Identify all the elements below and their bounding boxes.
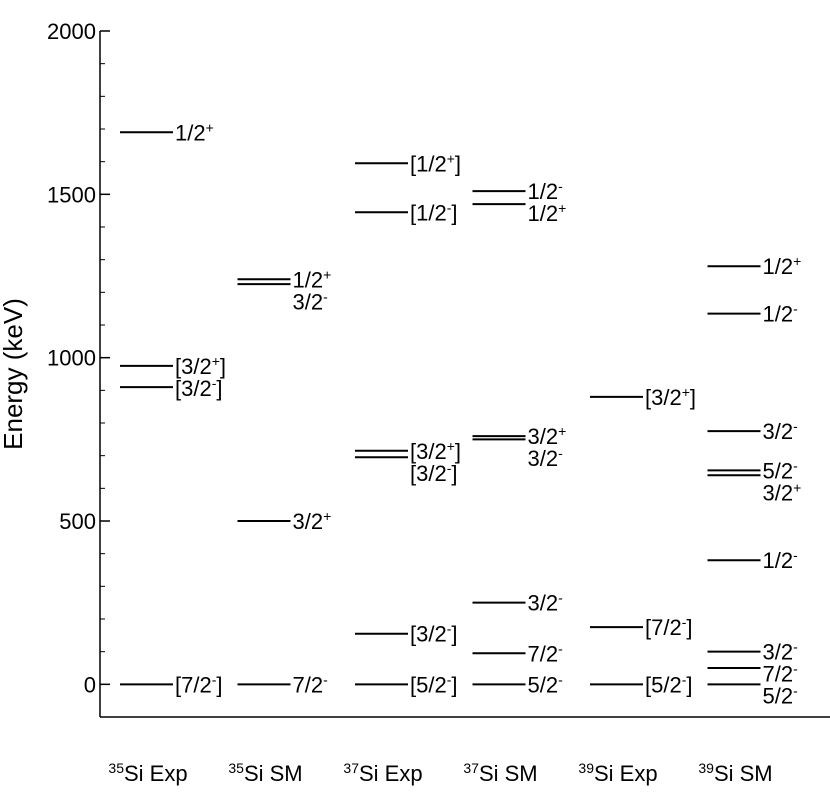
level-label: [7/2-] — [645, 614, 693, 640]
level-label: 5/2- — [763, 683, 799, 709]
level-label: 5/2- — [763, 457, 799, 483]
level-label: [1/2-] — [410, 199, 458, 225]
level-label: 1/2- — [528, 178, 564, 204]
level-label: 3/2- — [763, 418, 799, 444]
column-label: 37Si Exp — [343, 760, 422, 786]
level-label: 1/2+ — [763, 253, 802, 279]
level-label: 1/2+ — [528, 200, 567, 226]
level-column: 1/2+1/2-3/2-5/2-3/2+1/2-3/2-7/2-5/2- — [707, 253, 802, 709]
y-ticks: 0 500 1000 1500 2000 — [47, 19, 110, 697]
level-label: 7/2- — [763, 661, 799, 687]
level-label: 3/2+ — [293, 508, 332, 534]
level-label: 1/2+ — [293, 266, 332, 292]
column-label: 39Si SM — [698, 760, 772, 786]
level-label: 1/2- — [763, 301, 799, 327]
column-label: 35Si Exp — [108, 760, 187, 786]
y-axis-label: Energy (keV) — [0, 298, 28, 450]
level-label: [3/2+] — [410, 438, 461, 464]
level-label: 7/2- — [293, 671, 329, 697]
level-label: 3/2- — [763, 639, 799, 665]
level-label: [5/2-] — [645, 671, 693, 697]
level-label: [3/2-] — [175, 375, 223, 401]
level-column: 1/2-1/2+3/2+3/2-3/2-7/2-5/2- — [472, 178, 567, 697]
level-label: 5/2- — [528, 671, 564, 697]
level-label: [5/2-] — [410, 671, 458, 697]
level-label: [7/2-] — [175, 671, 223, 697]
level-label: 7/2- — [528, 640, 564, 666]
y-tick-label: 2000 — [47, 19, 96, 44]
level-label: 1/2+ — [175, 119, 214, 145]
level-column: [1/2+][1/2-][3/2+][3/2-][3/2-][5/2-] — [355, 150, 461, 697]
y-tick-label: 0 — [84, 672, 96, 697]
level-label: 3/2- — [293, 288, 329, 314]
y-tick-label: 1500 — [47, 182, 96, 207]
level-label: [3/2-] — [410, 460, 458, 486]
level-label: 1/2- — [763, 547, 799, 573]
level-label: [3/2+] — [645, 384, 696, 410]
column-label: 35Si SM — [228, 760, 302, 786]
level-label: 3/2- — [528, 445, 564, 471]
level-column: 1/2+[3/2+][3/2-][7/2-] — [120, 119, 226, 697]
column-labels: 35Si Exp 35Si SM 37Si Exp 37Si SM 39Si Exp 39… — [108, 760, 772, 786]
column-label: 39Si Exp — [578, 760, 657, 786]
level-label: 3/2- — [528, 590, 564, 616]
level-label: [1/2+] — [410, 150, 461, 176]
level-label: 3/2+ — [763, 479, 802, 505]
level-column: 1/2+3/2- 3/2+ 7/2- — [237, 266, 332, 697]
level-column: [3/2+] [7/2-] [5/2-] — [590, 384, 696, 697]
level-label: [3/2-] — [410, 621, 458, 647]
y-tick-label: 1000 — [47, 346, 96, 371]
column-label: 37Si SM — [463, 760, 537, 786]
axes — [99, 31, 830, 718]
levels: 1/2+[3/2+][3/2-][7/2-]1/2+3/2-3/2+7/2-[1… — [120, 119, 802, 709]
y-tick-label: 500 — [59, 509, 96, 534]
